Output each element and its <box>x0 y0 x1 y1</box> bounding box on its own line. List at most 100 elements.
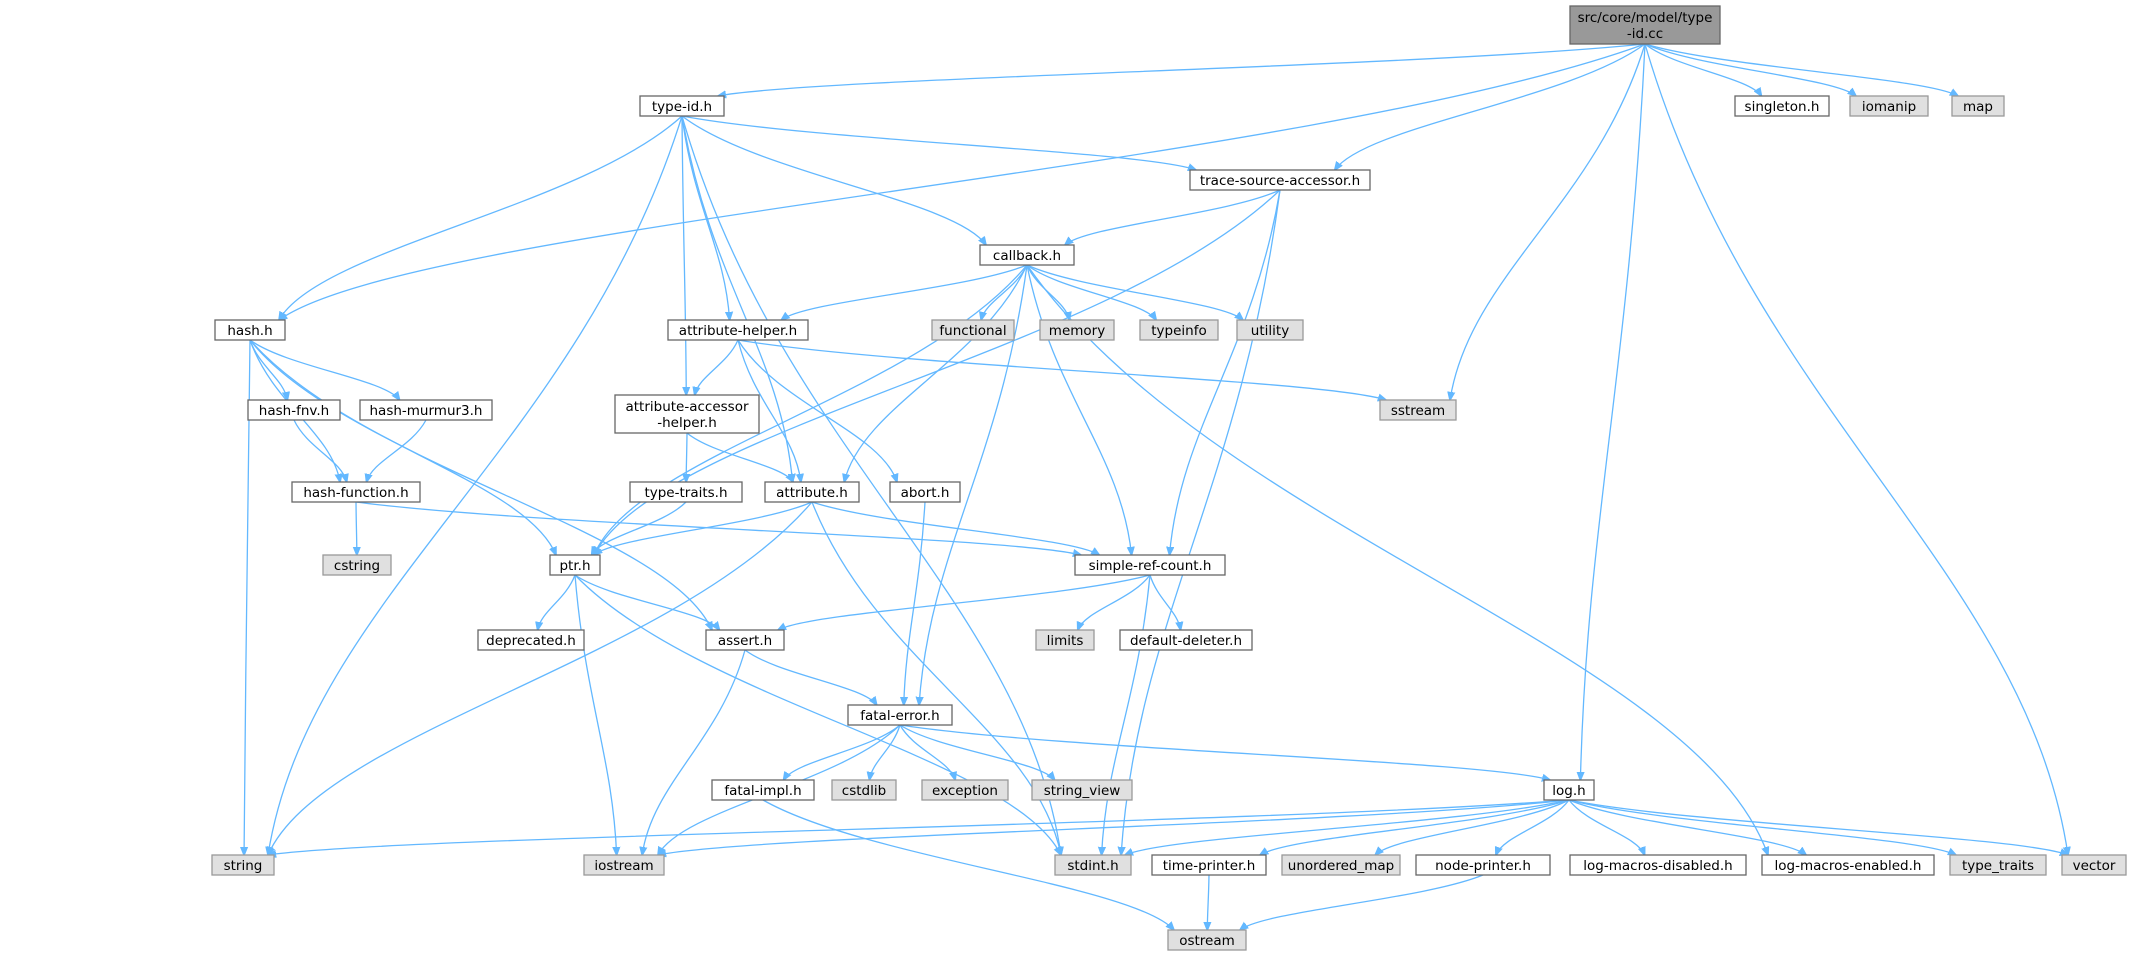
edge-log-h-to-unordered-map <box>1375 799 1570 855</box>
node-string: string <box>211 854 275 876</box>
node-hash-murmur3-h[interactable]: hash-murmur3.h <box>359 399 493 421</box>
node-box <box>247 399 341 421</box>
node-typeinfo: typeinfo <box>1139 319 1219 341</box>
node-simple-ref-count-h[interactable]: simple-ref-count.h <box>1074 554 1226 576</box>
edge-type-id-h-to-attribute-accessor-helper-h <box>681 115 686 395</box>
node-box <box>1031 779 1133 801</box>
node-label: singleton.h <box>1745 99 1820 115</box>
node-label: type_traits <box>1962 858 2034 874</box>
node-box <box>1151 854 1267 876</box>
node-label: exception <box>932 783 998 799</box>
node-ptr-h[interactable]: ptr.h <box>549 554 601 576</box>
node-hash-function-h[interactable]: hash-function.h <box>291 481 421 503</box>
node-root[interactable]: src/core/model/type-id.cc <box>1569 5 1721 45</box>
edge-log-h-to-node-printer-h <box>1496 799 1570 855</box>
edge-trace-source-accessor-h-to-ptr-h <box>594 189 1281 555</box>
node-box <box>549 554 601 576</box>
node-label: callback.h <box>993 248 1061 264</box>
edge-layer <box>244 43 2068 930</box>
node-box <box>2061 854 2127 876</box>
edge-log-h-to-vector <box>1568 799 2068 855</box>
node-label: log-macros-enabled.h <box>1775 858 1922 874</box>
node-type-traits-h[interactable]: type-traits.h <box>629 481 743 503</box>
node-default-deleter-h[interactable]: default-deleter.h <box>1119 629 1253 651</box>
edge-attribute-accessor-helper-h-to-type-traits-h <box>686 432 687 482</box>
node-fatal-error-h[interactable]: fatal-error.h <box>847 704 953 726</box>
edge-callback-h-to-ptr-h <box>594 264 1028 555</box>
node-sstream: sstream <box>1379 399 1457 421</box>
edge-trace-source-accessor-h-to-callback-h <box>1065 189 1281 245</box>
node-label: string <box>224 858 263 874</box>
node-box <box>1415 854 1551 876</box>
node-box <box>1951 95 2005 117</box>
edge-trace-source-accessor-h-to-simple-ref-count-h <box>1170 189 1281 555</box>
node-label: fatal-error.h <box>860 708 940 724</box>
node-box <box>1379 399 1457 421</box>
node-label: attribute-helper.h <box>679 323 797 339</box>
node-deprecated-h[interactable]: deprecated.h <box>477 629 585 651</box>
edge-root-to-map <box>1644 43 1958 96</box>
node-label: deprecated.h <box>486 633 576 649</box>
node-box <box>214 319 286 341</box>
edge-attribute-helper-h-to-attribute-accessor-helper-h <box>695 339 739 395</box>
node-box <box>711 779 815 801</box>
edge-root-to-hash-h <box>279 43 1646 320</box>
edge-attribute-h-to-string <box>268 501 813 855</box>
node-box <box>764 481 860 503</box>
edge-root-to-type-id-h <box>718 43 1646 96</box>
edge-trace-source-accessor-h-to-stdint-h <box>1121 189 1281 855</box>
node-label: attribute-accessor <box>625 399 749 415</box>
node-box <box>1119 629 1253 651</box>
node-log-h[interactable]: log.h <box>1543 779 1595 801</box>
node-fatal-impl-h[interactable]: fatal-impl.h <box>711 779 815 801</box>
node-box <box>477 629 585 651</box>
node-hash-fnv-h[interactable]: hash-fnv.h <box>247 399 341 421</box>
node-singleton-h[interactable]: singleton.h <box>1734 95 1830 117</box>
node-node-printer-h[interactable]: node-printer.h <box>1415 854 1551 876</box>
node-box <box>1569 5 1721 45</box>
node-trace-source-accessor-h[interactable]: trace-source-accessor.h <box>1189 169 1371 191</box>
node-log-macros-disabled-h[interactable]: log-macros-disabled.h <box>1569 854 1747 876</box>
edge-hash-fnv-h-to-hash-function-h <box>293 419 347 482</box>
node-attribute-helper-h[interactable]: attribute-helper.h <box>667 319 809 341</box>
edge-type-id-h-to-trace-source-accessor-h <box>681 115 1196 170</box>
node-label: hash-fnv.h <box>259 403 329 419</box>
edge-attribute-helper-h-to-sstream <box>737 339 1386 400</box>
edge-type-id-h-to-stdint-h <box>681 115 1061 855</box>
node-type-id-h[interactable]: type-id.h <box>639 95 725 117</box>
node-layer: src/core/model/type-id.cc type-id.h single… <box>211 5 2127 951</box>
node-label: limits <box>1047 633 1084 649</box>
node-attribute-h[interactable]: attribute.h <box>764 481 860 503</box>
node-hash-h[interactable]: hash.h <box>214 319 286 341</box>
node-time-printer-h[interactable]: time-printer.h <box>1151 854 1267 876</box>
edge-simple-ref-count-h-to-stdint-h <box>1102 574 1151 855</box>
node-attribute-accessor-helper-h[interactable]: attribute-accessor-helper.h <box>614 394 760 434</box>
edge-attribute-h-to-ptr-h <box>594 501 813 555</box>
edge-hash-h-to-ptr-h <box>249 339 556 555</box>
node-box <box>639 95 725 117</box>
edge-hash-function-h-to-cstring <box>356 501 357 555</box>
node-limits: limits <box>1035 629 1095 651</box>
edge-fatal-error-h-to-exception <box>899 724 955 780</box>
node-label: sstream <box>1391 403 1445 419</box>
edge-node-printer-h-to-ostream <box>1240 874 1484 930</box>
edge-attribute-h-to-simple-ref-count-h <box>811 501 1099 555</box>
node-label: time-printer.h <box>1163 858 1256 874</box>
edge-callback-h-to-attribute-helper-h <box>781 264 1028 320</box>
node-log-macros-enabled-h[interactable]: log-macros-enabled.h <box>1761 854 1935 876</box>
node-label: memory <box>1049 323 1105 339</box>
edge-type-id-h-to-attribute-h <box>681 115 793 482</box>
edge-callback-h-to-attribute-h <box>844 264 1028 482</box>
edge-log-h-to-string <box>268 799 1570 855</box>
node-abort-h[interactable]: abort.h <box>889 481 961 503</box>
edge-log-h-to-time-printer-h <box>1260 799 1570 855</box>
node-box <box>211 854 275 876</box>
node-label: -helper.h <box>657 415 717 431</box>
node-label: ptr.h <box>559 558 590 574</box>
node-label: string_view <box>1044 783 1121 799</box>
node-unordered-map: unordered_map <box>1281 854 1401 876</box>
node-callback-h[interactable]: callback.h <box>979 244 1075 266</box>
edge-simple-ref-count-h-to-default-deleter-h <box>1149 574 1181 630</box>
node-assert-h[interactable]: assert.h <box>705 629 785 651</box>
node-label: -id.cc <box>1627 26 1663 42</box>
